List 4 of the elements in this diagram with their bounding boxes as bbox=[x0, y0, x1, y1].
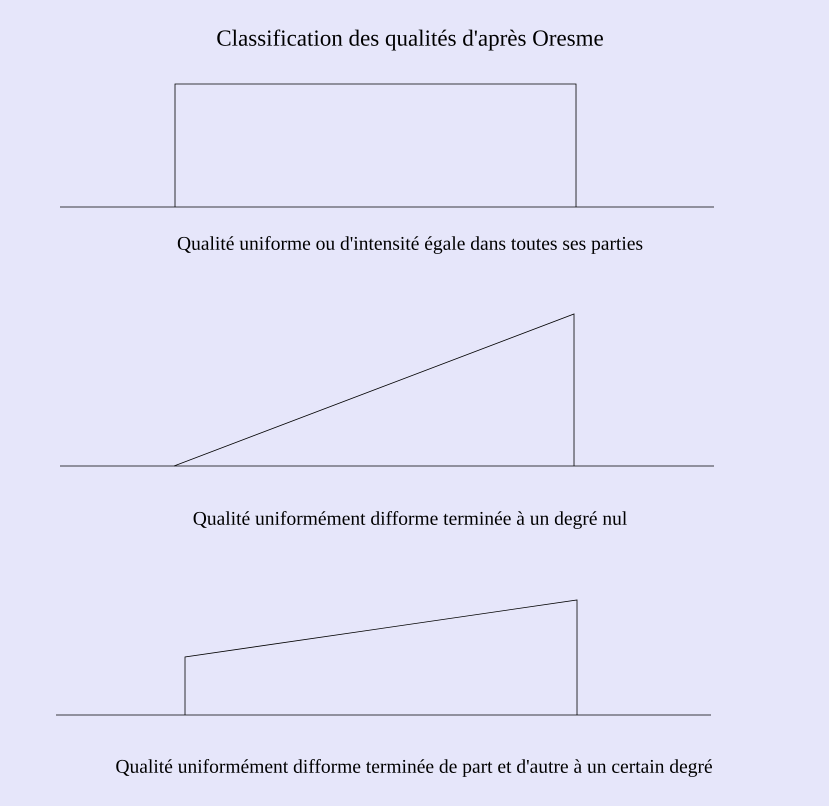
caption: Qualité uniforme ou d'intensité égale dans toutes ses parties bbox=[178, 236, 642, 254]
title: Classification des qualités d'après Oresme bbox=[217, 29, 603, 51]
caption: Qualité uniformément difforme terminée de part et d'autre à un certain degré bbox=[116, 759, 712, 777]
caption: Qualité uniformément difforme terminée à un degré nul bbox=[194, 511, 627, 529]
